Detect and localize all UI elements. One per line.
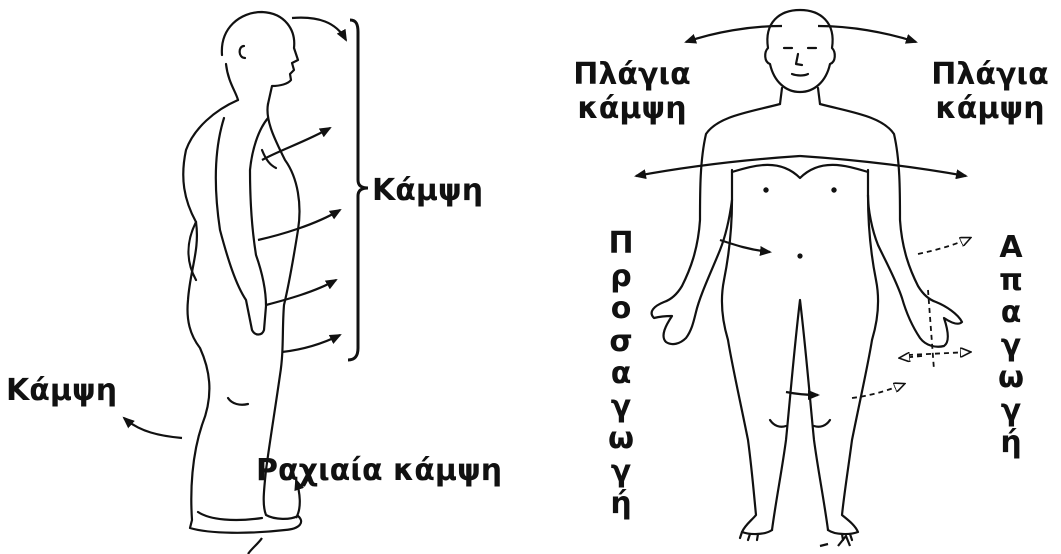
front-left-arm bbox=[652, 104, 780, 344]
dorsiflexion-label: Ραχιαία κάμψη bbox=[256, 456, 502, 486]
side-arm bbox=[216, 118, 268, 335]
abduction-letter: ή bbox=[994, 427, 1028, 460]
hand-abduction-arrow bbox=[900, 356, 922, 358]
lateral-flexion-left-line2: κάμψη bbox=[562, 94, 702, 124]
hip-flexion-arrow bbox=[282, 335, 340, 352]
lateral-flexion-left-label: Πλάγια κάμψη bbox=[562, 60, 702, 124]
adduction-letter: σ bbox=[604, 326, 638, 359]
arm-abduction-arrow bbox=[918, 238, 970, 254]
adduction-letter: α bbox=[604, 358, 638, 391]
trunk-flexion-label: Κάμψη bbox=[372, 176, 483, 206]
adduction-letter: ω bbox=[604, 423, 638, 456]
abduction-letter: Α bbox=[994, 232, 1028, 265]
knee-flexion-label: Κάμψη bbox=[6, 376, 117, 406]
lateral-flexion-right-line2: κάμψη bbox=[920, 94, 1060, 124]
adduction-letter: γ bbox=[604, 456, 638, 489]
flexion-bracket bbox=[348, 20, 368, 360]
leg-abduction-arrow bbox=[852, 384, 904, 398]
lateral-flexion-left-line1: Πλάγια bbox=[562, 60, 702, 90]
arm-adduction-arrow bbox=[720, 240, 770, 252]
abduction-letter: α bbox=[994, 297, 1028, 330]
front-head bbox=[765, 10, 835, 92]
lateral-flexion-right-line1: Πλάγια bbox=[920, 60, 1060, 90]
adduction-letter: ο bbox=[604, 293, 638, 326]
abduction-arrows bbox=[852, 238, 970, 398]
adduction-letter: ρ bbox=[604, 261, 638, 294]
side-flexion-arrows bbox=[258, 18, 346, 352]
abduction-letter: ω bbox=[994, 362, 1028, 395]
neck-flexion-arrow bbox=[292, 18, 346, 40]
adduction-letter: γ bbox=[604, 391, 638, 424]
front-right-arm bbox=[820, 104, 962, 347]
knee-flexion-arrow bbox=[124, 418, 182, 438]
lower-trunk-flexion-arrow bbox=[266, 280, 336, 305]
abduction-letter: γ bbox=[994, 395, 1028, 428]
wrist-abduction-arrow bbox=[908, 352, 970, 355]
abduction-vertical-label: Α π α γ ω γ ή bbox=[994, 232, 1028, 460]
abduction-letter: π bbox=[994, 265, 1028, 298]
lateral-flexion-right-label: Πλάγια κάμψη bbox=[920, 60, 1060, 124]
adduction-letter: Π bbox=[604, 228, 638, 261]
abduction-letter: γ bbox=[994, 330, 1028, 363]
adduction-letter: ή bbox=[604, 488, 638, 521]
adduction-vertical-label: Π ρ ο σ α γ ω γ ή bbox=[604, 228, 638, 521]
